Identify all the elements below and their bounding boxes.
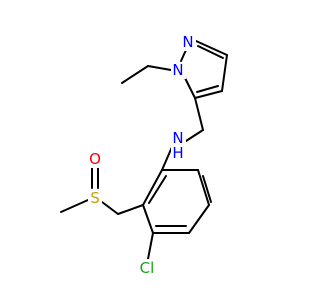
- atom-cl: Cl: [137, 259, 157, 277]
- bond-n2-c3: [195, 40, 228, 56]
- atom-nh-amine: N H: [171, 129, 186, 162]
- label-n-amine: N: [172, 129, 183, 147]
- bond-nh-c1: [161, 146, 173, 171]
- bond-s-ch3: [60, 199, 89, 213]
- atom-o-sulfoxide: O: [87, 150, 103, 168]
- bond-c2-c3ar-double: [202, 175, 212, 203]
- bond-c6ar-c1-double: [148, 175, 167, 204]
- bond-c4-c5: [194, 90, 223, 99]
- bond-c4-c5-double: [196, 85, 219, 93]
- bond-c5ar-cl: [147, 232, 154, 260]
- label-o: O: [89, 150, 101, 168]
- bond-c5-n1: [184, 77, 196, 99]
- bond-ethyl-ch2-n1: [147, 65, 172, 71]
- label-n-pyrazole-1: N: [172, 61, 183, 79]
- atom-s-sulfoxide: S: [88, 189, 102, 207]
- bond-layer: [60, 40, 228, 260]
- label-s: S: [90, 189, 100, 207]
- bond-n1-n2: [180, 49, 187, 62]
- atom-label-layer: N N N H S O: [87, 33, 196, 277]
- label-cl: Cl: [140, 259, 155, 277]
- atom-n-pyrazole-1: N: [171, 61, 186, 79]
- bond-ch2-nh: [185, 129, 204, 142]
- bond-c6ar-ch2: [117, 204, 144, 215]
- bond-ch2-s: [101, 201, 119, 215]
- atom-n-pyrazole-2: N: [181, 33, 196, 51]
- label-h-amine: H: [172, 144, 183, 162]
- structure-canvas: N N N H S O: [60, 33, 228, 277]
- bond-c2-c3ar: [197, 169, 210, 206]
- label-n-pyrazole-2: N: [182, 33, 193, 51]
- bond-c3ar-c4ar: [188, 204, 210, 234]
- molecule-structure: N N N H S O: [60, 33, 228, 277]
- bond-ethyl-ch3: [121, 65, 149, 84]
- bond-c3-c4: [221, 54, 228, 92]
- bond-n2-c3-double: [197, 45, 224, 59]
- bond-c5-ch2: [194, 97, 204, 131]
- bond-c5ar-c6ar: [142, 204, 154, 234]
- bond-c6ar-c1: [142, 169, 163, 206]
